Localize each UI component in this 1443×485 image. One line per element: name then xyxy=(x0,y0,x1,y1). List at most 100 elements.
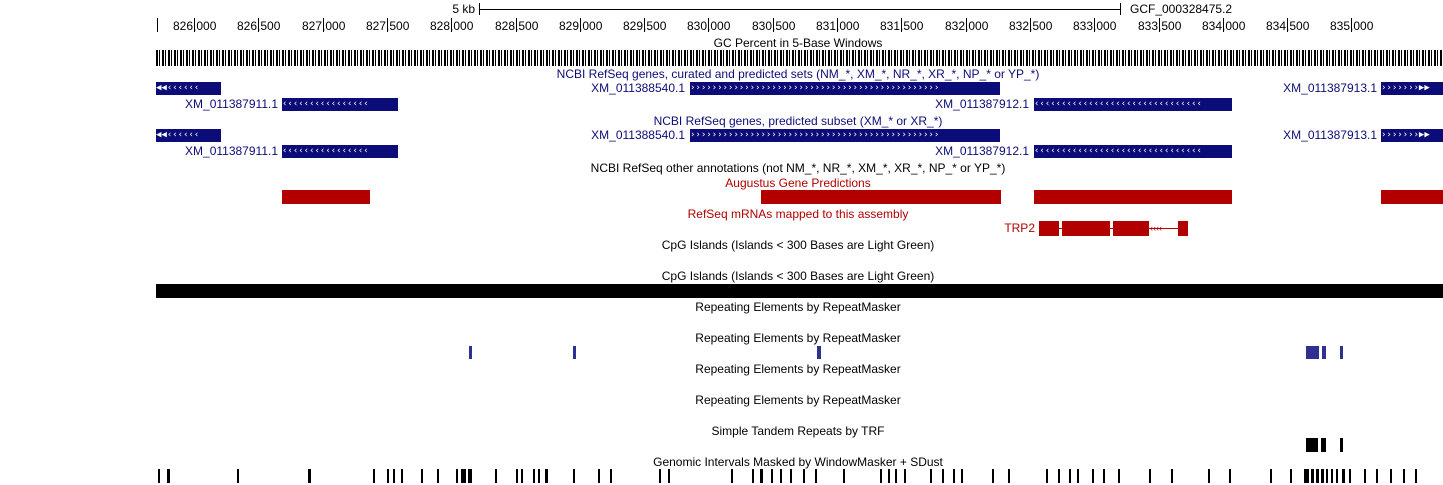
masked-interval[interactable] xyxy=(731,469,733,483)
masked-interval[interactable] xyxy=(1290,469,1292,483)
gene-block[interactable]: ‹‹‹‹‹‹‹‹‹‹‹‹‹‹‹‹‹‹‹‹‹‹‹‹‹‹‹‹‹‹‹ xyxy=(1034,145,1232,158)
gene-block[interactable]: ◀◀‹‹‹‹‹‹ xyxy=(156,82,221,95)
masked-interval[interactable] xyxy=(158,469,160,483)
gene-label[interactable]: XM_011387913.1 xyxy=(1283,81,1377,95)
mrna-exon[interactable] xyxy=(1062,221,1110,236)
augustus-prediction[interactable] xyxy=(1034,190,1232,204)
masked-interval[interactable] xyxy=(1364,469,1366,483)
gene-block[interactable]: ›››››››▶▶ xyxy=(1381,82,1443,95)
masked-interval[interactable] xyxy=(668,469,670,483)
masked-interval[interactable] xyxy=(373,469,375,483)
gene-block[interactable]: ◀◀‹‹‹‹‹‹ xyxy=(156,129,221,142)
masked-interval[interactable] xyxy=(1336,469,1338,483)
masked-interval[interactable] xyxy=(1149,469,1151,483)
masked-interval[interactable] xyxy=(393,469,395,483)
masked-interval[interactable] xyxy=(456,469,458,483)
gc-percent-track[interactable] xyxy=(156,50,1443,66)
masked-interval[interactable] xyxy=(930,469,932,483)
mrna-exon[interactable] xyxy=(1039,221,1059,236)
gene-block[interactable]: ››››››››››››››››››››››››››››››››››››››››… xyxy=(690,82,1000,95)
masked-interval[interactable] xyxy=(545,469,548,483)
masked-interval[interactable] xyxy=(1171,469,1173,483)
masked-interval[interactable] xyxy=(1403,469,1405,483)
masked-interval[interactable] xyxy=(598,469,600,483)
masked-interval[interactable] xyxy=(942,469,944,483)
repeat-element[interactable] xyxy=(573,346,576,359)
tandem-repeat[interactable] xyxy=(1306,438,1318,452)
masked-interval[interactable] xyxy=(437,469,439,483)
masked-interval[interactable] xyxy=(468,469,472,483)
masked-interval[interactable] xyxy=(1069,469,1071,483)
masked-interval[interactable] xyxy=(1077,469,1079,483)
gene-label[interactable]: XM_011387912.1 xyxy=(935,144,1029,158)
masked-interval[interactable] xyxy=(401,469,403,483)
masked-interval[interactable] xyxy=(1331,469,1333,483)
gene-label[interactable]: XM_011388540.1 xyxy=(591,128,685,142)
gene-label[interactable]: XM_011388540.1 xyxy=(591,81,685,95)
masked-interval[interactable] xyxy=(308,469,311,483)
masked-interval[interactable] xyxy=(752,469,754,483)
gene-label[interactable]: XM_011387911.1 xyxy=(185,144,278,158)
mrna-exon[interactable] xyxy=(1178,221,1188,236)
masked-interval[interactable] xyxy=(1208,469,1210,483)
masked-interval[interactable] xyxy=(659,469,661,483)
mrna-exon[interactable] xyxy=(1113,221,1149,236)
masked-interval[interactable] xyxy=(953,469,955,483)
gene-block[interactable]: ›››››››▶▶ xyxy=(1381,129,1443,142)
masked-interval[interactable] xyxy=(1326,469,1328,483)
masked-interval[interactable] xyxy=(1349,469,1351,483)
repeat-element[interactable] xyxy=(1340,346,1343,359)
tandem-repeat[interactable] xyxy=(1340,438,1343,452)
repeat-element[interactable] xyxy=(469,346,472,359)
masked-interval[interactable] xyxy=(992,469,994,483)
masked-interval[interactable] xyxy=(780,469,782,483)
masked-interval[interactable] xyxy=(880,469,882,483)
masked-interval[interactable] xyxy=(538,469,540,483)
masked-interval[interactable] xyxy=(1390,469,1392,483)
masked-interval[interactable] xyxy=(495,469,497,483)
masked-interval[interactable] xyxy=(1376,469,1378,483)
masked-interval[interactable] xyxy=(516,469,518,483)
masked-interval[interactable] xyxy=(573,469,575,483)
masked-interval[interactable] xyxy=(610,469,612,483)
masked-interval[interactable] xyxy=(387,469,389,483)
cpg-island-block[interactable] xyxy=(156,284,1443,298)
augustus-prediction[interactable] xyxy=(761,190,1001,204)
masked-interval[interactable] xyxy=(237,469,239,483)
masked-interval[interactable] xyxy=(167,469,170,483)
repeat-element[interactable] xyxy=(1322,346,1326,359)
masked-interval[interactable] xyxy=(1058,469,1060,483)
masked-interval[interactable] xyxy=(1270,469,1272,483)
repeat-element[interactable] xyxy=(1306,346,1319,359)
masked-interval[interactable] xyxy=(1304,469,1309,483)
gene-label[interactable]: XM_011387912.1 xyxy=(935,97,1029,111)
masked-interval[interactable] xyxy=(521,469,523,483)
masked-interval[interactable] xyxy=(771,469,773,483)
masked-interval[interactable] xyxy=(904,469,906,483)
gene-label[interactable]: XM_011387911.1 xyxy=(185,97,278,111)
gene-block[interactable]: ‹‹‹‹‹‹‹‹‹‹‹‹‹‹‹‹ xyxy=(282,145,398,158)
masked-interval[interactable] xyxy=(1311,469,1314,483)
masked-interval[interactable] xyxy=(843,469,845,483)
masked-interval[interactable] xyxy=(803,469,805,483)
masked-interval[interactable] xyxy=(1103,469,1105,483)
gene-block[interactable]: ‹‹‹‹‹‹‹‹‹‹‹‹‹‹‹‹ xyxy=(282,98,398,111)
masked-interval[interactable] xyxy=(888,469,890,483)
tandem-repeat[interactable] xyxy=(1321,438,1326,452)
masked-interval[interactable] xyxy=(815,469,817,483)
gene-block[interactable]: ‹‹‹‹‹‹‹‹‹‹‹‹‹‹‹‹‹‹‹‹‹‹‹‹‹‹‹‹‹‹‹ xyxy=(1034,98,1232,111)
masked-interval[interactable] xyxy=(1046,469,1048,483)
masked-interval[interactable] xyxy=(1092,469,1094,483)
masked-interval[interactable] xyxy=(1118,469,1120,483)
repeat-element[interactable] xyxy=(817,346,821,359)
masked-interval[interactable] xyxy=(461,469,466,483)
masked-interval[interactable] xyxy=(760,469,763,483)
masked-interval[interactable] xyxy=(1008,469,1010,483)
augustus-prediction[interactable] xyxy=(1381,190,1443,204)
masked-interval[interactable] xyxy=(895,469,897,483)
masked-interval[interactable] xyxy=(961,469,963,483)
mrna-label-trp2[interactable]: TRP2 xyxy=(1004,221,1035,235)
masked-interval[interactable] xyxy=(421,469,423,483)
masked-interval[interactable] xyxy=(533,469,535,483)
